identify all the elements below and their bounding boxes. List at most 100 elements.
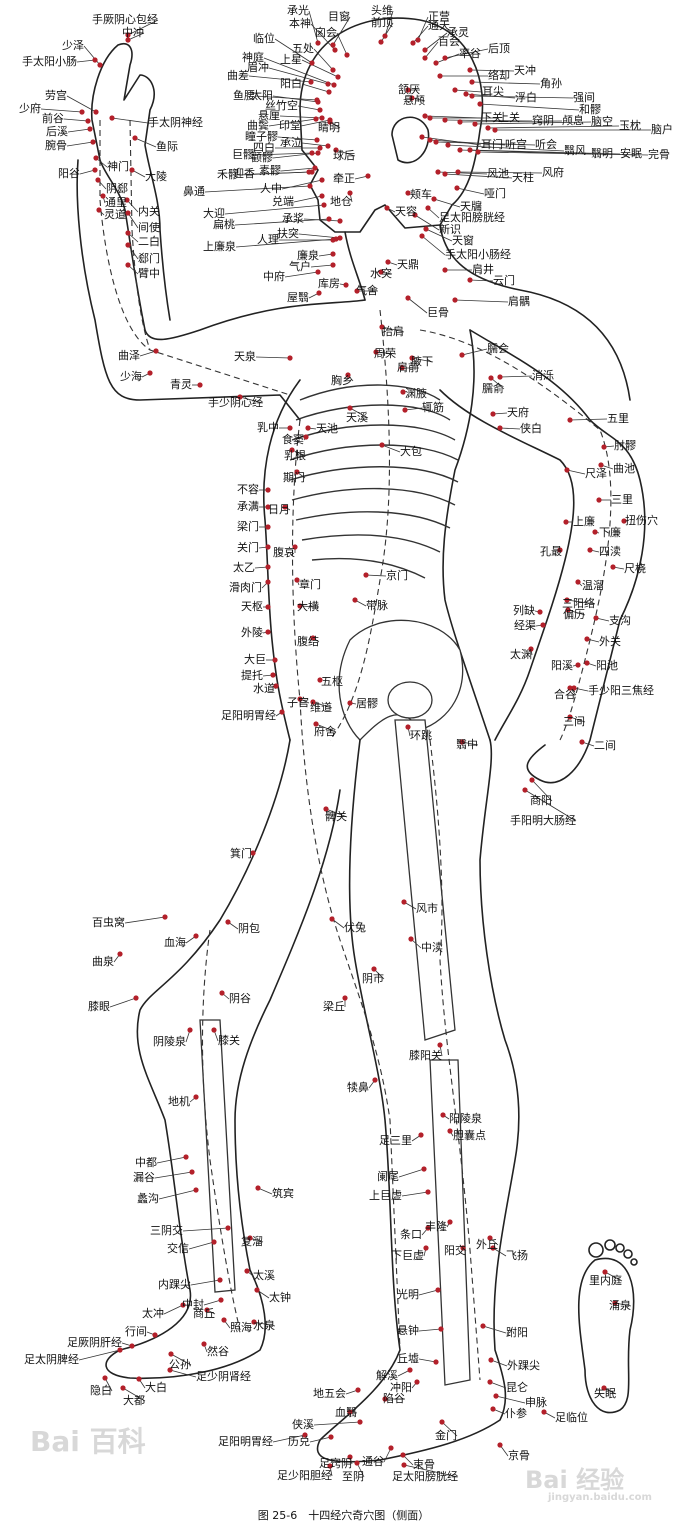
back-tibia-bone: [200, 1020, 235, 1292]
acupoint-dot: [225, 1225, 230, 1230]
acupoint-dot: [435, 169, 440, 174]
acupoint-label: 耳门: [481, 139, 503, 151]
acupoint-dot: [218, 1297, 223, 1302]
acupoint-dot: [343, 282, 348, 287]
acupoint-dot: [455, 169, 460, 174]
acupoint-dot: [431, 196, 436, 201]
acupoint-label: 天枢: [241, 601, 263, 613]
acupoint-label: 阳溪: [551, 660, 573, 672]
watermark-right: Bai 经验: [525, 1460, 624, 1495]
leader-line: [455, 90, 482, 92]
acupoint-dot: [425, 1189, 430, 1194]
acupoint-dot: [467, 147, 472, 152]
acupoint-dot: [442, 171, 447, 176]
acupoint-label: 内踝尖: [158, 1279, 191, 1291]
acupoint-label: 前谷: [42, 113, 64, 125]
acupoint-dot: [407, 1367, 412, 1372]
acupoint-dot: [422, 47, 427, 52]
acupoint-label: 胆囊点: [453, 1130, 486, 1142]
acupoint-label: 承泣: [280, 137, 302, 149]
acupoint-dot: [480, 1323, 485, 1328]
acupoint-label: 梁门: [237, 521, 259, 533]
acupoint-dot: [315, 40, 320, 45]
acupoint-dot: [610, 564, 615, 569]
leader-line: [189, 1242, 214, 1249]
acupoint-dot: [442, 55, 447, 60]
acupoint-dot: [442, 267, 447, 272]
acupoint-label: 上巨虚: [369, 1190, 402, 1202]
acupoint-label: 阳陵泉: [449, 1113, 482, 1125]
acupoint-label: 中府: [263, 271, 285, 283]
acupoint-label: 迎香: [233, 168, 255, 180]
acupoint-dot: [279, 709, 284, 714]
acupoint-label: 商阳: [530, 795, 552, 807]
acupoint-dot: [337, 218, 342, 223]
acupoint-label: 素髎: [259, 165, 281, 177]
acupoint-dot: [308, 79, 313, 84]
acupoint-label: 手太阴神经: [148, 117, 203, 129]
acupoint-label: 天池: [316, 423, 338, 435]
leader-line: [402, 1192, 428, 1196]
acupoint-dot: [584, 660, 589, 665]
acupoint-label: 肩前: [397, 362, 419, 374]
acupoint-dot: [469, 79, 474, 84]
acupoint-label: 日月: [268, 504, 290, 516]
acupoint-dot: [402, 407, 407, 412]
acupoint-dot: [579, 739, 584, 744]
acupoint-dot: [309, 150, 314, 155]
acupoint-dot: [319, 177, 324, 182]
acupoint-dot: [540, 622, 545, 627]
acupoint-label: 二白: [138, 236, 160, 248]
acupoint-label: 乳中: [257, 422, 279, 434]
acupoint-label: 足太阳膀胱经: [392, 1471, 458, 1483]
acupoint-dot: [408, 936, 413, 941]
acupoint-dot: [309, 60, 314, 65]
acupoint-label: 扶突: [277, 228, 299, 240]
acupoint-label: 天柱: [512, 172, 534, 184]
acupoint-label: 曲池: [613, 463, 635, 475]
acupoint-dot: [197, 382, 202, 387]
acupoint-dot: [497, 1442, 502, 1447]
acupoint-dot: [401, 1462, 406, 1467]
leader-line: [302, 84, 329, 92]
acupoint-label: 跗阳: [506, 1327, 528, 1339]
acupoint-dot: [330, 67, 335, 72]
acupoint-label: 本神: [289, 18, 311, 30]
acupoint-dot: [92, 57, 97, 62]
acupoint-dot: [152, 1332, 157, 1337]
acupoint-label: 阴陵泉: [153, 1036, 186, 1048]
leader-line: [77, 60, 95, 62]
acupoint-label: 少府: [19, 103, 41, 115]
acupoint-dot: [330, 262, 335, 267]
acupoint-dot: [162, 914, 167, 919]
acupoint-label: 膝关: [218, 1035, 240, 1047]
leader-line: [282, 180, 322, 189]
acupoint-label: 中渎: [421, 942, 443, 954]
acupoint-label: 太冲: [142, 1308, 164, 1320]
acupoint-dot: [372, 1077, 377, 1082]
acupoint-dot: [564, 467, 569, 472]
leader-line: [205, 186, 310, 192]
acupoint-label: 臂中: [138, 268, 160, 280]
acupoint-label: 玉枕: [619, 120, 641, 132]
acupoint-dot: [330, 42, 335, 47]
acupoint-dot: [592, 529, 597, 534]
acupoint-dot: [316, 290, 321, 295]
acupoint-dot: [201, 1341, 206, 1346]
acupoint-label: 足厥阴肝经: [67, 1337, 122, 1349]
acupoint-dot: [133, 995, 138, 1000]
acupoint-label: 肘髎: [614, 440, 636, 452]
acupoint-label: 风池: [487, 168, 509, 180]
acupoint-dot: [388, 1445, 393, 1450]
acupoint-label: 章门: [299, 579, 321, 591]
acupoint-label: 云门: [493, 275, 515, 287]
acupoint-dot: [467, 277, 472, 282]
acupoint-label: 天冲: [514, 65, 536, 77]
acupoint-dot: [331, 82, 336, 87]
acupoint-dot: [422, 113, 427, 118]
acupoint-dot: [371, 966, 376, 971]
acupoint-dot: [440, 1112, 445, 1117]
acupoint-label: 关门: [237, 542, 259, 554]
acupoint-label: 风府: [542, 167, 564, 179]
